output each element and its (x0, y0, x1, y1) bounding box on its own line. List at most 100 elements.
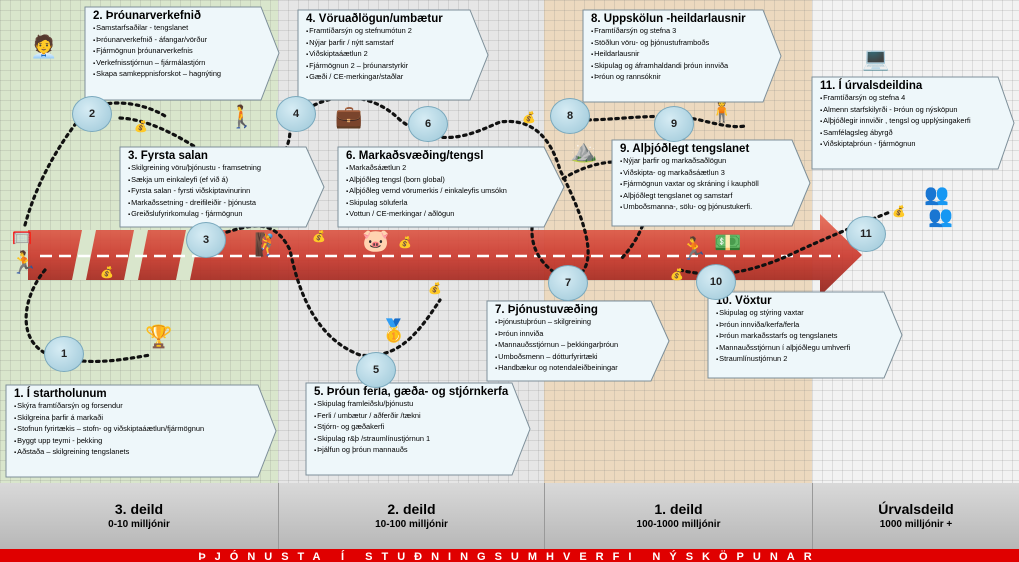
stage-9-callout: 9. Alþjóðlegt tengslanet Nýjar þarfir og… (611, 139, 812, 227)
podium-icon: 🥇 (380, 318, 408, 343)
stage-item: Þróun markaðsstarfs og tengslanets (716, 331, 880, 343)
stage-item: Þróun og rannsóknir (591, 72, 759, 84)
stage-item: Þjálfun og þróun mannauðs (314, 445, 508, 457)
division-1-deild: 1. deild 100-1000 milljónir (545, 483, 813, 549)
stage-item: Þróun innviða (495, 329, 647, 341)
stage-node-6: 6 (408, 106, 448, 142)
stage-item: Nýjar þarfir og markaðsaðlögun (620, 156, 788, 168)
division-name: 3. deild (114, 501, 164, 517)
stage-item: Skipulag og stýring vaxtar (716, 308, 880, 320)
stage-item: Ferli / umbætur / aðferðir /tækni (314, 411, 508, 423)
stage-item: Fjármögnun vaxtar og skráning í kauphöll (620, 179, 788, 191)
stage-item: Almenn starfskilyrði - Þróun og nýsköpun (820, 105, 1000, 117)
money-bag-icon: 💰 (522, 112, 536, 124)
podium-icon: 🏆 (145, 324, 173, 349)
stage-title: 1. Í startholunum (14, 388, 107, 400)
piggy-bank-icon: 🐷 (362, 228, 390, 253)
stage-item: Aðstaða – skilgreining tengslanets (14, 447, 254, 459)
stage-title: 7. Þjónustuvæðing (495, 304, 598, 316)
climber-icon: ⛰️ (570, 138, 598, 163)
stage-node-5: 5 (356, 352, 396, 388)
stage-item: Skapa samkeppnisforskot – hagnýting (93, 69, 257, 81)
stage-item: Mannauðsstjórnun í alþjóðlegu umhverfi (716, 343, 880, 355)
money-bag-icon: 💰 (312, 231, 326, 243)
stage-item: Greiðslufyrirkomulag - fjármögnun (128, 209, 302, 221)
stage-node-9: 9 (654, 106, 694, 142)
stage-item: Samstarfsaðilar - tengslanet (93, 23, 257, 35)
stage-title: 6. Markaðsvæðing/tengsl (346, 150, 484, 162)
stage-item: Þjónustuþróun – skilgreining (495, 317, 647, 329)
division-2-deild: 2. deild 10-100 milljónir (279, 483, 545, 549)
person-icon: 🧑‍💼 (30, 34, 58, 59)
stage-item: Alþjóðlegt tengslanet og samstarf (620, 191, 788, 203)
road-arrow (23, 96, 892, 364)
stage-item: Framtíðarsýn og stefna 4 (820, 93, 1000, 105)
stage-item: Sækja um einkaleyfi (ef við á) (128, 175, 302, 187)
computer-icon: 💻 (862, 46, 890, 71)
stage-item: Nýjar þarfir / nýtt samstarf (306, 38, 466, 50)
stage-8-callout: 8. Uppskölun -heildarlausnir Framtíðarsý… (582, 9, 783, 103)
division-3-deild: 3. deild 0-10 milljónir (0, 483, 279, 549)
stage-title: 9. Alþjóðlegt tengslanet (620, 143, 750, 155)
person-icon: 🧗 (254, 232, 282, 257)
stage-item: Skipulag framleiðslu/þjónustu (314, 399, 508, 411)
stage-1-callout: 1. Í startholunum Skýra framtíðarsýn og … (5, 384, 278, 478)
stage-item: Skipulag r&þ /straumlínustjórnun 1 (314, 434, 508, 446)
stage-item: Alþjóðleg tengsl (born global) (346, 175, 542, 187)
money-bag-icon: 💰 (892, 206, 906, 218)
stage-title: 5. Þróun ferla, gæða- og stjórnkerfa (314, 386, 509, 398)
stage-item: Framtíðarsýn og stefnumótun 2 (306, 26, 466, 38)
stage-node-2: 2 (72, 96, 112, 132)
stage-item: Skilgreina þarfir á markaði (14, 413, 254, 425)
stage-item: Markaðssetning - dreifileiðir - þjónusta (128, 198, 302, 210)
stage-item: Viðskiptaþróun - fjármögnun (820, 139, 1000, 151)
money-bag-icon: 💰 (670, 269, 684, 281)
stage-node-3: 3 (186, 222, 226, 258)
net-icon: 🥅 (12, 230, 32, 247)
division-name: 2. deild (387, 501, 436, 517)
stage-item: Umboðsmenn – dótturfyrirtæki (495, 352, 647, 364)
money-bag-icon: 💰 (398, 237, 412, 249)
stage-11-callout: 11. Í úrvalsdeildina Framtíðarsýn og ste… (811, 76, 1016, 170)
briefcase-icon: 💼 (335, 104, 363, 129)
stage-10-callout: 10. Vöxtur Skipulag og stýring vaxtarÞró… (707, 291, 904, 379)
money-bag-icon: 💰 (134, 121, 148, 133)
support-banner: ÞJÓNUSTA Í STUÐNINGSUMHVERFI NÝSKÖPUNAR (0, 549, 1019, 562)
stage-item: Skilgreining vöru/þjónustu - framsetning (128, 163, 302, 175)
stage-node-4: 4 (276, 96, 316, 132)
runner-icon: 🏃 (10, 250, 38, 275)
stage-node-10: 10 (696, 264, 736, 300)
stage-item: Fjármögnun 2 – þróunarstyrkir (306, 61, 466, 73)
stage-title: 3. Fyrsta salan (128, 150, 208, 162)
stage-7-callout: 7. Þjónustuvæðing Þjónustuþróun – skilgr… (486, 300, 671, 382)
division-range: 1000 milljónir + (879, 519, 953, 530)
stage-item: Viðskiptaáætlun 2 (306, 49, 466, 61)
stage-3-callout: 3. Fyrsta salan Skilgreining vöru/þjónus… (119, 146, 326, 228)
money-bag-icon: 💰 (100, 267, 114, 279)
stage-item: Framtíðarsýn og stefna 3 (591, 26, 759, 38)
stage-item: Markaðsáætlun 2 (346, 163, 542, 175)
stage-item: Þróunarverkefnið - áfangar/vörður (93, 35, 257, 47)
stage-node-8: 8 (550, 98, 590, 134)
stage-item: Mannauðsstjórnun – þekkingarþróun (495, 340, 647, 352)
stage-item: Heildarlausnir (591, 49, 759, 61)
division-range: 0-10 milljónir (108, 519, 170, 530)
stage-item: Handbækur og notendaleiðbeiningar (495, 363, 647, 375)
stage-item: Skipulag og áframhaldandi þróun innviða (591, 61, 759, 73)
division-range: 100-1000 milljónir (636, 519, 721, 530)
division-urvalsdeild: Úrvalsdeild 1000 milljónir + (813, 483, 1019, 549)
stage-2-callout: 2. Þróunarverkefnið Samstarfsaðilar - te… (84, 6, 281, 101)
division-name: Úrvalsdeild (878, 501, 954, 517)
stage-item: Vottun / CE-merkingar / aðlögun (346, 209, 542, 221)
stage-item: Alþjóðlegir innviðir , tengsl og upplýsi… (820, 116, 1000, 128)
stage-5-callout: 5. Þróun ferla, gæða- og stjórnkerfa Ski… (305, 382, 532, 476)
money-bag-icon: 💰 (428, 283, 442, 295)
team-icon: 👥 (924, 184, 949, 206)
stage-title: 8. Uppskölun -heildarlausnir (591, 13, 746, 25)
stage-item: Gæði / CE-merkingar/staðlar (306, 72, 466, 84)
division-name: 1. deild (654, 501, 703, 517)
cash-icon: 💵 (714, 230, 742, 255)
stage-item: Alþjóðleg vernd vörumerkis / einkaleyfis… (346, 186, 542, 198)
stage-item: Byggt upp teymi - þekking (14, 436, 254, 448)
stage-item: Straumlínustjórnun 2 (716, 354, 880, 366)
